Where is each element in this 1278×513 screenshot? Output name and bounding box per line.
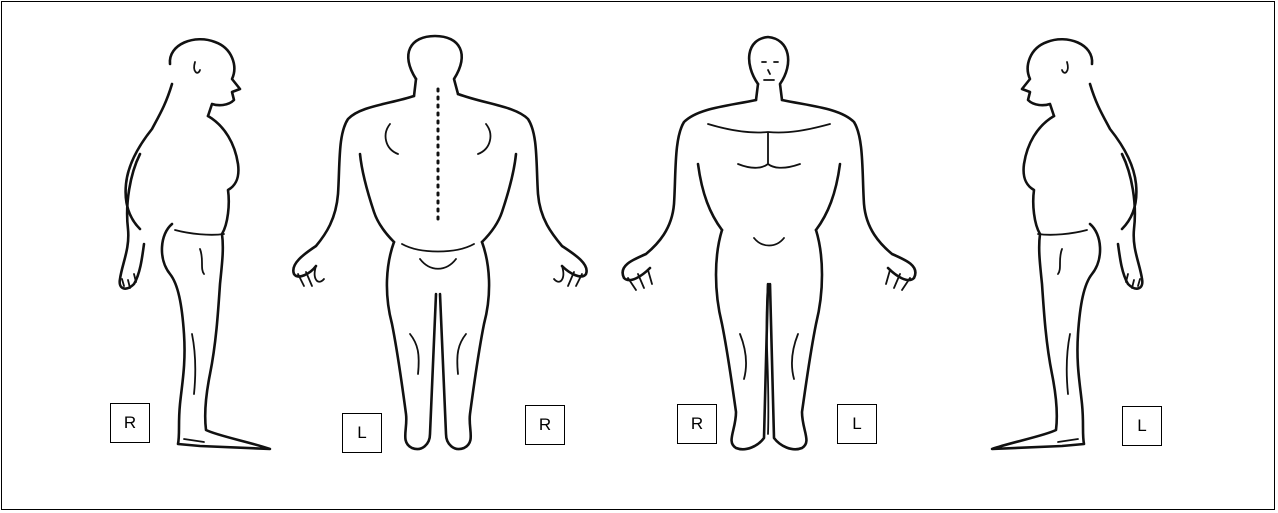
body-front-icon [618, 34, 948, 464]
label-front-right: R [677, 404, 717, 444]
label-front-left: L [837, 404, 877, 444]
label-back-left: L [342, 413, 382, 453]
label-left-side-view: L [1122, 406, 1162, 446]
label-back-right: R [525, 405, 565, 445]
label-right-side-view: R [110, 403, 150, 443]
body-profile-left-icon [982, 34, 1182, 464]
body-back-icon [290, 34, 610, 464]
body-profile-right-icon [100, 34, 300, 464]
